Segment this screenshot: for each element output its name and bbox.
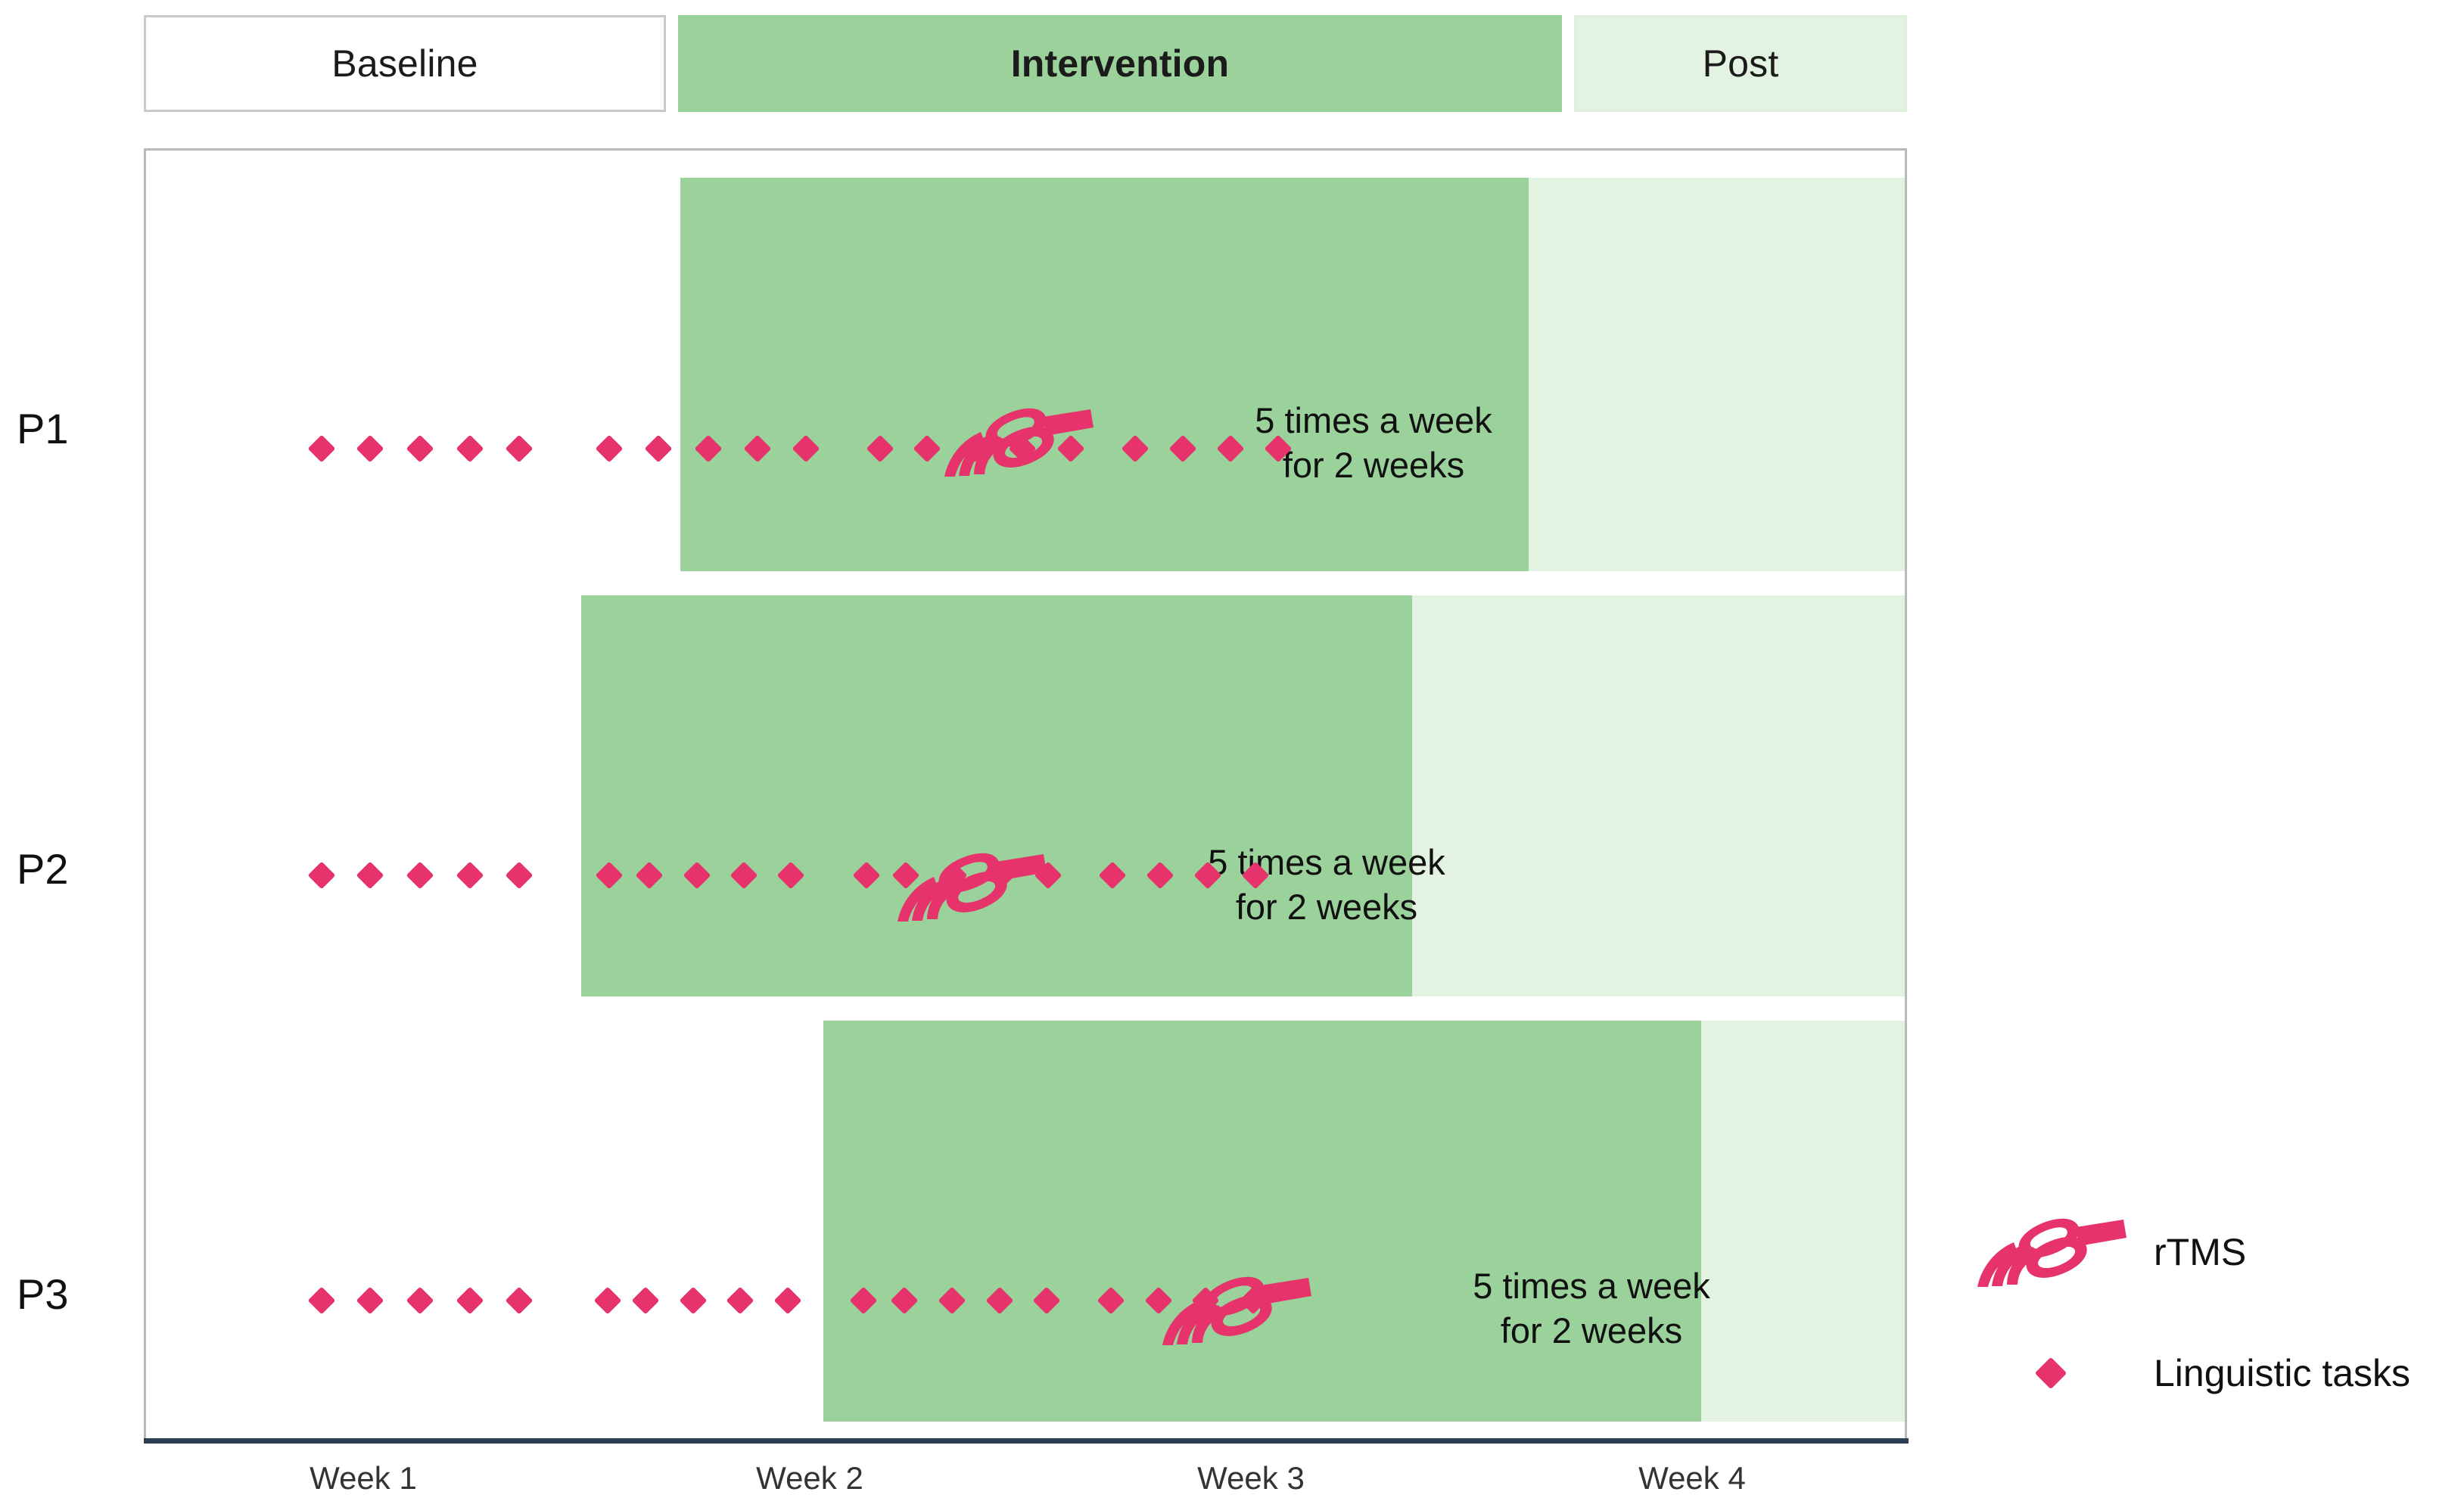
tms-coil-icon	[1968, 1211, 2134, 1294]
legend-label-rtms: rTMS	[2154, 1231, 2247, 1273]
legend: rTMS Linguistic tasks	[1968, 1211, 2452, 1460]
row-label-p3: P3	[17, 1270, 69, 1318]
x-axis-tick-label: Week 1	[310, 1460, 417, 1496]
phase-label-intervention: Intervention	[1010, 42, 1230, 85]
intervention-band-p1	[680, 178, 1529, 571]
timeline-plot-frame: 5 times a week for 2 weeks 5 times a week…	[144, 148, 1907, 1441]
timeline-row-p3	[146, 1021, 1905, 1422]
x-axis-tick-label: Week 4	[1638, 1460, 1746, 1496]
x-axis-tick-label: Week 3	[1197, 1460, 1305, 1496]
timeline-row-p2	[146, 595, 1905, 996]
phase-box-intervention[interactable]: Intervention	[678, 15, 1562, 112]
tms-coil-icon-p3	[1153, 1269, 1319, 1352]
intervention-band-p3	[823, 1021, 1701, 1422]
phase-label-post: Post	[1702, 42, 1779, 85]
legend-item-linguistic-tasks[interactable]: Linguistic tasks	[1968, 1332, 2452, 1415]
phase-box-baseline[interactable]: Baseline	[144, 15, 666, 112]
tms-coil-icon-p2	[888, 845, 1054, 928]
legend-item-rtms[interactable]: rTMS	[1968, 1211, 2452, 1294]
timeline-row-p1	[146, 178, 1905, 571]
tms-coil-icon-p1	[935, 400, 1101, 483]
phase-box-post[interactable]: Post	[1574, 15, 1907, 112]
intervention-caption-p1: 5 times a week for 2 weeks	[1255, 400, 1492, 485]
intervention-caption-p3: 5 times a week for 2 weeks	[1473, 1266, 1710, 1350]
intervention-band-p2	[581, 595, 1412, 996]
diamond-marker-icon	[1968, 1332, 2134, 1415]
x-axis-line	[144, 1438, 1909, 1444]
phase-header: Baseline Intervention Post	[0, 0, 2464, 129]
x-axis-tick-label: Week 2	[756, 1460, 863, 1496]
phase-label-baseline: Baseline	[331, 42, 478, 85]
row-label-p2: P2	[17, 845, 69, 893]
legend-label-linguistic-tasks: Linguistic tasks	[2154, 1352, 2411, 1394]
row-label-p1: P1	[17, 405, 69, 452]
